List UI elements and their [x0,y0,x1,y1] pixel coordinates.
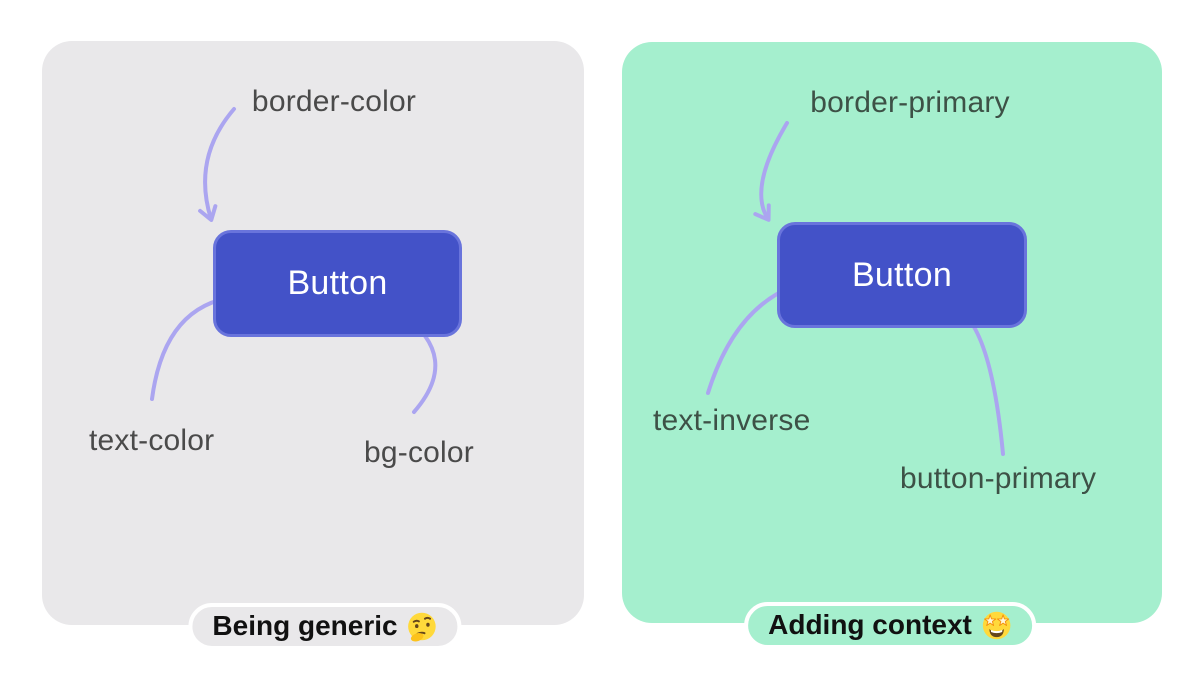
caption-pill-context: Adding context [744,602,1036,649]
annotation-text-inverse: text-inverse [653,404,811,437]
star-struck-emoji-icon [982,611,1011,639]
arrow-button-primary [959,309,1005,456]
annotation-border-primary: border-primary [810,86,1010,119]
thinking-face-emoji-icon [408,612,436,641]
demo-button-generic[interactable]: Button [213,230,462,337]
demo-button-label: Button [287,264,388,302]
panel-generic: border-color Button text-color bg-color … [42,41,584,650]
demo-button-label: Button [851,255,953,294]
annotation-button-primary: button-primary [900,462,1097,495]
annotation-border-color: border-color [251,85,417,118]
arrows-overlay [706,121,1005,456]
demo-button-context[interactable]: Button [777,222,1027,328]
panel-context: border-primary Button text-inverse butto… [622,42,1162,649]
arrow-border-primary [753,121,789,222]
caption-pill-generic: Being generic [188,603,462,650]
arrow-border-color [198,107,236,222]
caption-text: Being generic [212,610,398,641]
caption-text: Adding context [768,609,972,640]
annotation-bg-color: bg-color [364,436,474,469]
annotation-text-color: text-color [89,424,215,457]
